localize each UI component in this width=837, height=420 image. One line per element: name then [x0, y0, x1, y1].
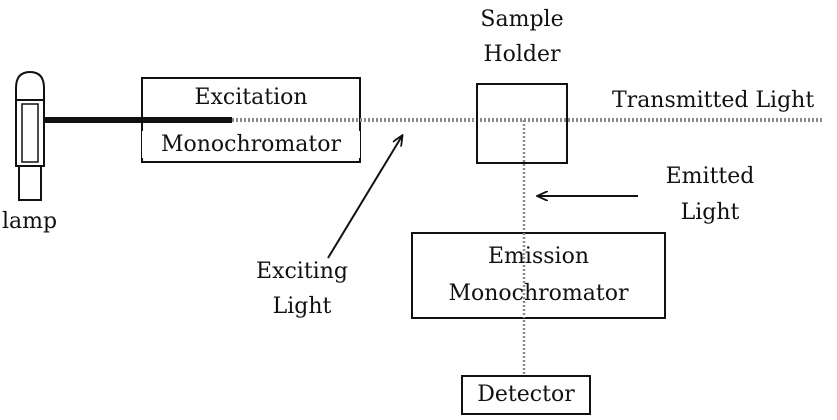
emitted-light-label-line2: Light: [680, 200, 740, 225]
exciting-light-arrow: [327, 136, 402, 259]
sample-holder-label-line2: Holder: [483, 42, 561, 67]
sample-holder-box: [476, 83, 568, 164]
transmitted-light-label: Transmitted Light: [612, 88, 815, 113]
excitation-label-line1: Excitation: [194, 85, 308, 110]
emission-monochromator-box: [411, 232, 666, 319]
emitted-light-label-line1: Emitted: [665, 164, 755, 189]
lamp-icon: [15, 70, 45, 201]
exciting-light-label-line1: Exciting: [256, 259, 348, 284]
exciting-light-label-line2: Light: [272, 294, 332, 319]
emission-label-line1: Emission: [488, 244, 589, 269]
detector-label: Detector: [477, 382, 575, 407]
emission-label-line2: Monochromator: [448, 281, 629, 306]
excitation-label-line2: Monochromator: [142, 131, 360, 158]
sample-holder-label-line1: Sample: [480, 7, 564, 32]
lamp-label: lamp: [2, 209, 58, 234]
detector-box: [461, 375, 591, 415]
